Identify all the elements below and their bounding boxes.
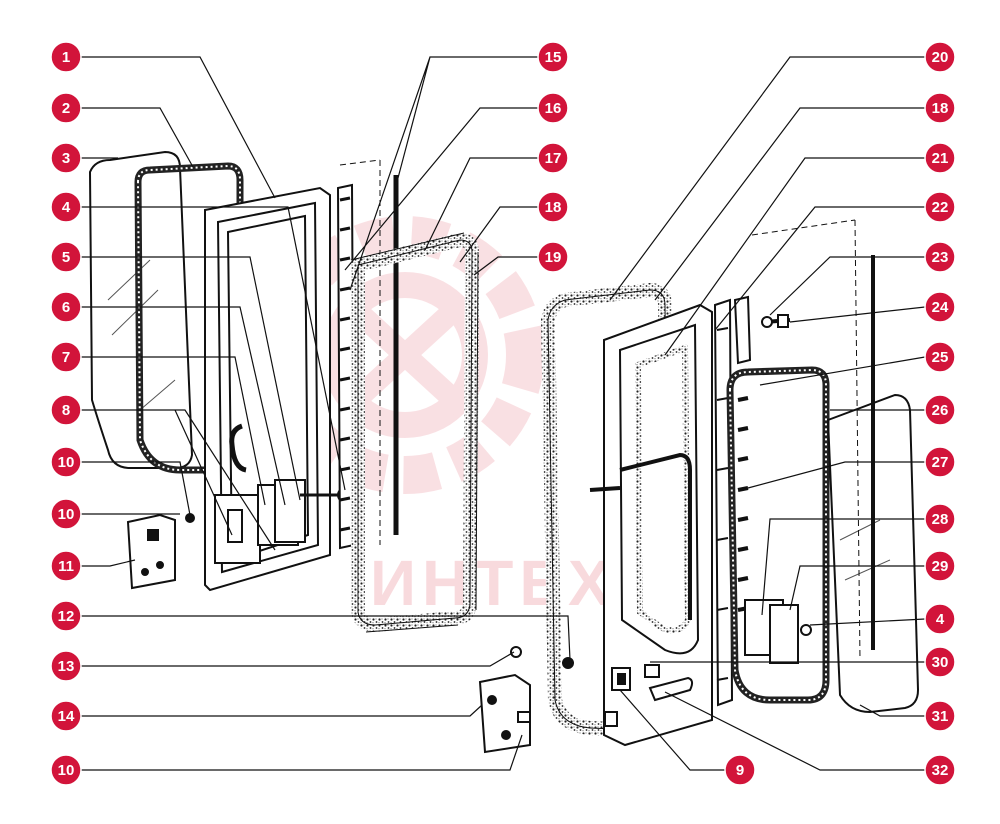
svg-text:20: 20	[932, 49, 949, 66]
svg-text:6: 6	[62, 299, 70, 316]
callout-10-c: 10	[50, 754, 82, 786]
callout-12: 12	[50, 600, 82, 632]
callout-6: 6	[50, 291, 82, 323]
svg-text:18: 18	[545, 199, 562, 216]
callout-16: 16	[537, 92, 569, 124]
svg-text:19: 19	[545, 249, 562, 266]
svg-text:26: 26	[932, 402, 949, 419]
callout-30: 30	[924, 646, 956, 678]
svg-text:10: 10	[58, 506, 75, 523]
callout-28: 28	[924, 503, 956, 535]
callout-29: 29	[924, 550, 956, 582]
svg-text:23: 23	[932, 249, 949, 266]
svg-text:18: 18	[932, 100, 949, 117]
callout-25: 25	[924, 341, 956, 373]
svg-text:27: 27	[932, 454, 949, 471]
svg-text:29: 29	[932, 558, 949, 575]
svg-text:10: 10	[58, 454, 75, 471]
left-door-assembly	[88, 150, 480, 633]
svg-text:24: 24	[932, 299, 949, 316]
callout-27: 27	[924, 446, 956, 478]
watermark-text: ИНТЕХ	[370, 547, 617, 619]
callout-20: 20	[924, 41, 956, 73]
glass-pane-left	[88, 150, 194, 469]
callout-14: 14	[50, 700, 82, 732]
svg-text:4: 4	[936, 611, 945, 628]
callout-10-a: 10	[50, 446, 82, 478]
svg-text:9: 9	[736, 762, 744, 779]
callout-26: 26	[924, 394, 956, 426]
callout-13: 13	[50, 650, 82, 682]
callout-18-a: 18	[537, 191, 569, 223]
svg-text:25: 25	[932, 349, 949, 366]
watermark: ИНТЕХ	[266, 216, 617, 619]
callout-3: 3	[50, 142, 82, 174]
svg-text:5: 5	[62, 249, 70, 266]
svg-text:1: 1	[62, 49, 70, 66]
svg-text:21: 21	[932, 150, 949, 167]
callout-32: 32	[924, 754, 956, 786]
callout-4-left: 4	[50, 191, 82, 223]
callout-1: 1	[50, 41, 82, 73]
svg-text:31: 31	[932, 708, 949, 725]
svg-text:8: 8	[62, 402, 70, 419]
svg-text:32: 32	[932, 762, 949, 779]
svg-text:4: 4	[62, 199, 71, 216]
callout-8: 8	[50, 394, 82, 426]
callout-18-b: 18	[924, 92, 956, 124]
svg-text:12: 12	[58, 608, 75, 625]
callout-31: 31	[924, 700, 956, 732]
svg-text:3: 3	[62, 150, 70, 167]
svg-text:22: 22	[932, 199, 949, 216]
callout-5: 5	[50, 241, 82, 273]
right-door-assembly	[478, 219, 920, 754]
callout-19: 19	[537, 241, 569, 273]
callout-15: 15	[537, 41, 569, 73]
bracket-11	[126, 513, 176, 590]
callout-badges: 1 2 3 4 5 6 7 8 10 10 11 12 13 14 10 15 …	[50, 41, 956, 786]
callout-17: 17	[537, 142, 569, 174]
callout-2: 2	[50, 92, 82, 124]
svg-text:13: 13	[58, 658, 75, 675]
svg-text:11: 11	[58, 558, 74, 575]
callout-9: 9	[724, 754, 756, 786]
callout-22: 22	[924, 191, 956, 223]
svg-text:2: 2	[62, 100, 70, 117]
glass-pane-right	[826, 393, 920, 714]
callout-7: 7	[50, 341, 82, 373]
svg-text:17: 17	[545, 150, 562, 167]
callout-23: 23	[924, 241, 956, 273]
callout-24: 24	[924, 291, 956, 323]
svg-text:7: 7	[62, 349, 70, 366]
svg-text:15: 15	[545, 49, 562, 66]
svg-text:14: 14	[58, 708, 75, 725]
callout-11: 11	[50, 550, 82, 582]
svg-text:10: 10	[58, 762, 75, 779]
leader-lines	[80, 56, 926, 771]
svg-text:30: 30	[932, 654, 949, 671]
callout-21: 21	[924, 142, 956, 174]
callout-4-right: 4	[924, 603, 956, 635]
svg-text:16: 16	[545, 100, 562, 117]
callout-10-b: 10	[50, 498, 82, 530]
svg-text:28: 28	[932, 511, 949, 528]
